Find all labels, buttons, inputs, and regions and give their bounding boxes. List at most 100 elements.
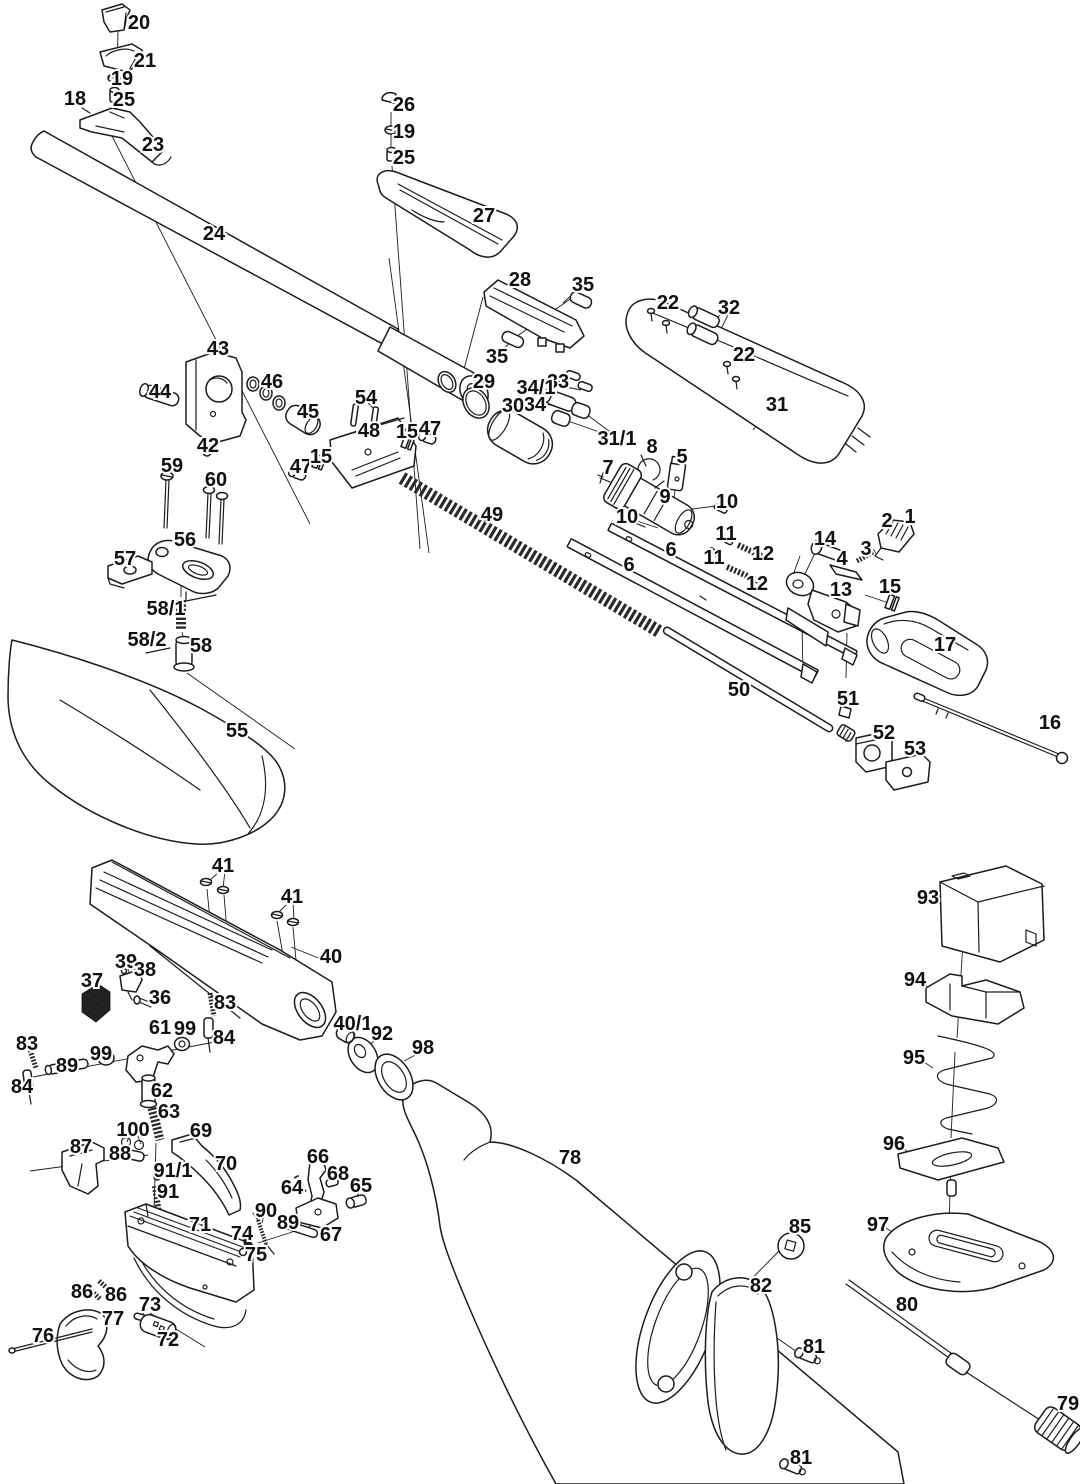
part-label-89: 89 [56,1055,78,1077]
key-4 [829,564,863,581]
screws-22 [646,307,741,390]
leader-line [403,1052,420,1062]
pin-10r [713,503,728,514]
part-label-63: 63 [158,1101,180,1123]
part-label-48: 48 [358,420,380,442]
part-label-67: 67 [320,1224,342,1246]
part-label-66: 66 [307,1146,329,1168]
part-label-86: 86 [105,1284,127,1306]
part-label-77: 77 [102,1308,124,1330]
part-label-57: 57 [114,548,136,570]
bracket-38 [119,969,143,993]
receiver-cover-31 [625,298,871,464]
spring-3 [855,548,877,564]
part-label-94: 94 [904,969,927,991]
part-label-21: 21 [134,50,156,72]
pin-7 [597,472,611,484]
leader-line [950,1051,956,1139]
part-label-46: 46 [261,371,283,393]
pin-58-2 [145,647,171,654]
part-label-25: 25 [393,147,415,169]
part-label-24: 24 [203,223,226,245]
part-label-6: 6 [665,539,676,561]
part-label-95: 95 [903,1047,925,1069]
part-label-29: 29 [473,371,495,393]
cocking-lever-group [107,471,231,672]
part-label-17: 17 [934,634,956,656]
leader-line [146,996,155,1002]
clip-15r [400,433,411,449]
screw-81a [794,1347,821,1365]
part-label-2: 2 [881,510,892,532]
part-label-90: 90 [255,1200,277,1222]
barrel-block-group [138,351,321,457]
part-label-41: 41 [212,855,234,877]
bushing-99l [97,1050,115,1066]
leader-line [551,377,570,385]
blade-26 [381,91,397,104]
clip-100a [120,1136,132,1148]
block-48 [329,417,417,489]
forend-group [89,859,337,1041]
part-label-86: 86 [71,1281,93,1303]
follower-94 [925,973,1025,1025]
bushing-45 [285,404,321,436]
part-label-40-1: 40/1 [334,1013,373,1035]
magazine-group [882,865,1054,1293]
part-label-14: 14 [814,528,837,550]
part-label-1: 1 [904,506,915,528]
piston-sleeve-30 [486,409,554,465]
rail-6-upper-end [841,647,858,666]
part-label-4: 4 [836,548,848,570]
part-label-72: 72 [157,1329,179,1351]
magazine-box-93 [939,865,1045,963]
piston-group [597,454,772,587]
part-label-39: 39 [115,951,137,973]
part-label-75: 75 [245,1244,267,1266]
screw-59 [160,471,174,529]
part-label-89: 89 [277,1212,299,1234]
leader-line [920,1059,934,1069]
pin-74 [243,1228,252,1247]
part-label-61: 61 [149,1017,171,1039]
part-label-50: 50 [728,679,750,701]
bushing-99r [173,1036,191,1052]
leader-line [559,385,582,391]
part-label-8: 8 [646,436,657,458]
part-label-28: 28 [509,269,531,291]
spring-83l [25,1043,39,1069]
cylinder-31-1a [550,409,571,427]
part-label-16: 16 [1039,712,1061,734]
circlip-8 [637,454,665,489]
part-label-19: 19 [111,68,133,90]
buttstock-55 [7,639,286,845]
leader-line [186,672,296,750]
part-label-65: 65 [350,1175,372,1197]
receiver-end-17 [866,610,989,697]
part-label-80: 80 [896,1294,918,1316]
part-label-87: 87 [70,1136,92,1158]
cylinder-31-1b [570,401,591,419]
part-label-92: 92 [371,1023,393,1045]
forend-40 [89,859,337,1041]
leader-line [636,520,659,529]
trigger-cluster [8,963,367,1381]
rear-sight-group [376,91,519,258]
clip-15l [311,453,322,469]
part-label-97: 97 [867,1214,889,1236]
part-label-15: 15 [396,421,418,443]
part-label-15: 15 [310,446,332,468]
stock-78-group [335,1025,1080,1484]
part-label-84: 84 [11,1076,34,1098]
bolts-32 [686,305,720,346]
plunger-62 [139,1074,158,1109]
butt-screw-hole-top [675,1263,693,1281]
part-label-93: 93 [917,887,939,909]
part-label-6: 6 [623,554,634,576]
part-label-38: 38 [134,959,156,981]
part-label-31-1: 31/1 [598,428,637,450]
rod-16 [913,692,1069,765]
spring-12b [725,564,767,587]
part-label-53: 53 [904,738,926,760]
